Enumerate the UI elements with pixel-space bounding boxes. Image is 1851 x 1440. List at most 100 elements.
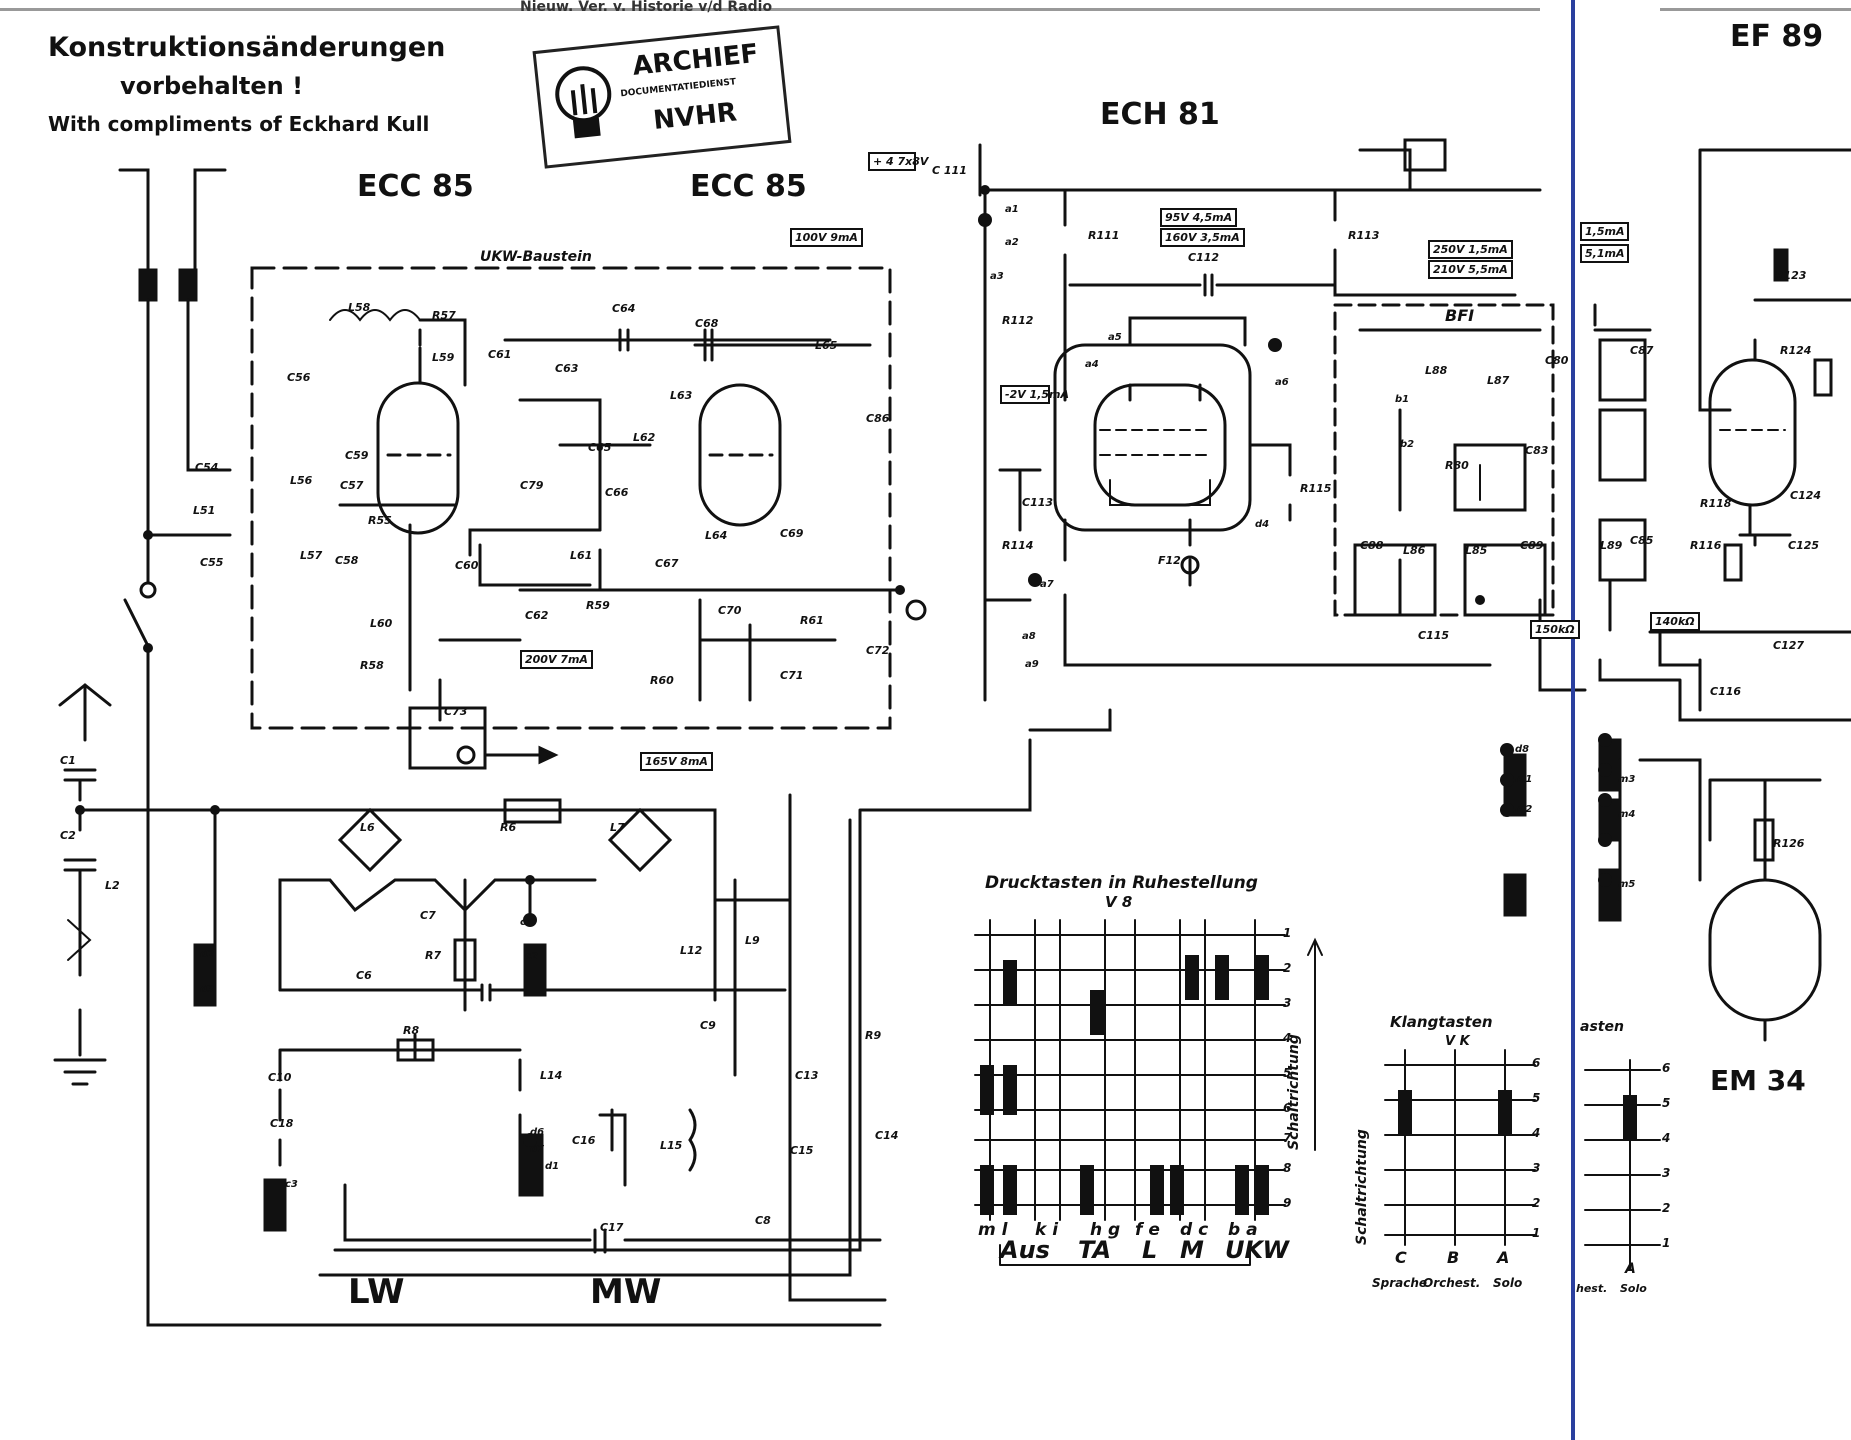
component-label: C115 [1418,629,1450,642]
component-label: L59 [432,351,455,364]
key-function-label: TA [1078,1236,1112,1264]
tone-key-label: C [1395,1248,1407,1267]
row-number: 9 [1283,1196,1292,1210]
key-pair-label: k i [1035,1220,1059,1240]
tube-ef89: EF 89 [1730,19,1824,54]
voltage-tag: 200V 7mA [520,650,593,670]
component-label: R6 [500,821,517,834]
row-number: 1 [1283,926,1292,940]
voltage-tag: 140kΩ [1650,612,1700,632]
component-label: C68 [695,317,719,330]
component-label: R59 [586,599,610,612]
component-label: C85 [1630,534,1654,547]
component-label: L87 [1487,374,1510,387]
component-label: C 111 [932,164,967,177]
switch-contact-label: m5 [1618,879,1636,890]
klangtasten-partial-key: A [1625,1261,1636,1277]
component-label: C70 [718,604,742,617]
component-label: R55 [368,514,392,527]
component-label: C80 [1545,354,1569,367]
key-function-label: Aus [1000,1236,1050,1264]
row-number: 1 [1662,1236,1671,1250]
component-label: R115 [1300,482,1332,495]
switch-contact-label: c1 [520,917,533,928]
component-label: R126 [1773,837,1805,850]
component-label: R123 [1775,269,1807,282]
row-number: 6 [1283,1101,1292,1115]
component-label: L9 [745,934,760,947]
component-label: C124 [1790,489,1822,502]
row-number: 3 [1283,996,1292,1010]
component-label: R118 [1700,497,1732,510]
klangtasten-partial-title: asten [1580,1019,1624,1035]
tone-key-name: Orchest. [1423,1276,1481,1290]
component-label: C66 [605,486,629,499]
ukw-block-label: UKW-Baustein [480,249,592,265]
band-mw: MW [590,1272,662,1312]
switch-contact-label: m1 [1515,774,1533,785]
archief-stamp: ARCHIEF DOCUMENTATIEDIENST NVHR [532,25,792,169]
component-label: R60 [650,674,674,687]
component-label: C8 [755,1214,771,1227]
component-label: C116 [1710,685,1742,698]
bfi-block-label: BFI [1445,306,1475,325]
row-number: 3 [1662,1166,1671,1180]
key-pair-label: m l [978,1220,1008,1240]
switch-contact-label: m4 [1618,809,1636,820]
switch-contact-label: d2 [200,949,215,960]
component-label: C63 [555,362,579,375]
component-label: C113 [1022,496,1054,509]
switch-contact-label: d4 [1255,519,1270,530]
tone-key-label: B [1447,1248,1460,1267]
component-label: C69 [780,527,804,540]
radio-tube-logo [555,66,612,139]
component-label: L60 [370,617,393,630]
key-function-label: L [1142,1236,1158,1264]
component-label: L63 [670,389,693,402]
component-label: C16 [572,1134,596,1147]
component-label: C18 [270,1117,294,1130]
klangtasten-direction: Schaltrichtung [1354,1129,1370,1245]
klangtasten-partial-name-2: Solo [1620,1282,1647,1295]
component-label: R113 [1348,229,1380,242]
component-label: R112 [1002,314,1034,327]
switch-contact-label: a3 [990,271,1004,282]
row-number: 1 [1532,1226,1541,1240]
klangtasten-partial-name-1: hest. [1576,1282,1608,1295]
voltage-tag: 100V 9mA [790,228,863,248]
switch-contact-label: a1 [1005,204,1019,215]
key-pair-label: h g [1090,1220,1121,1240]
component-label: C79 [520,479,544,492]
component-label: R9 [865,1029,882,1042]
tube-ecc85-left: ECC 85 [357,169,474,204]
component-label: C6 [356,969,372,982]
component-label: L86 [1403,544,1426,557]
switch-contact-label: d6 [530,1127,545,1138]
component-label: L56 [290,474,313,487]
component-label: C13 [795,1069,819,1082]
component-label: C62 [525,609,549,622]
row-number: 4 [1662,1131,1671,1145]
component-label: C73 [444,705,468,718]
key-pair-label: f e [1135,1220,1160,1240]
stamp-org: NVHR [651,97,739,136]
component-label: C125 [1788,539,1820,552]
switch-contact-label: d7 [530,1144,545,1155]
component-label: C88 [1360,539,1384,552]
component-label: C58 [335,554,359,567]
component-label: C67 [655,557,679,570]
row-number: 8 [1283,1161,1292,1175]
switch-contact-label: a6 [1275,377,1289,388]
component-label: L57 [300,549,323,562]
key-pair-label: d c [1180,1220,1209,1240]
component-label: R124 [1780,344,1812,357]
component-label: C55 [200,556,224,569]
component-label: R57 [432,309,456,322]
voltage-tag: 210V 5,5mA [1428,260,1513,280]
tube-em34: EM 34 [1710,1064,1806,1097]
switch-contact-label: c3 [285,1179,298,1190]
voltage-tag: + 4 7x8V [868,152,928,172]
row-number: 5 [1532,1091,1541,1105]
component-label: L89 [1600,539,1623,552]
